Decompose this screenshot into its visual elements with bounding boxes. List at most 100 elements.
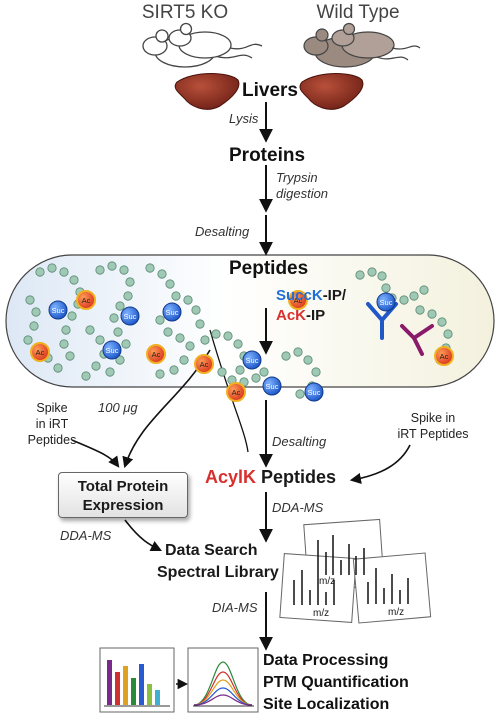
peptide-bead xyxy=(281,351,291,361)
peptide-bead xyxy=(200,335,210,345)
peptide-bead xyxy=(25,295,35,305)
peptide-bead xyxy=(399,295,409,305)
ac-label: Ac xyxy=(200,360,209,369)
peptide-bead xyxy=(175,333,185,343)
succinyl-marker-icon: Suc xyxy=(304,382,324,402)
peptide-bead xyxy=(311,367,321,377)
suc-label: Suc xyxy=(266,382,279,391)
succinyl-marker-icon: Suc xyxy=(102,340,122,360)
peptide-bead xyxy=(81,371,91,381)
succk-rest: -IP/ xyxy=(322,287,347,304)
peptide-bead xyxy=(409,291,419,301)
ac-label: Ac xyxy=(440,352,449,361)
peptide-bead xyxy=(107,261,117,271)
spectrum-axis-1: m/z xyxy=(319,576,336,587)
peptide-bead xyxy=(67,311,77,321)
peptide-bead xyxy=(69,275,79,285)
total-protein-expression-box: Total Protein Expression xyxy=(58,472,188,518)
ac-label: Ac xyxy=(82,296,91,305)
process-trypsin-2: digestion xyxy=(276,186,329,201)
peptide-bead xyxy=(109,313,119,323)
acetyl-marker-icon: Ac xyxy=(434,346,454,366)
peptide-bead xyxy=(113,327,123,337)
data-search-1: Data Search xyxy=(165,542,258,559)
peptide-bead xyxy=(443,329,453,339)
spectra-cards xyxy=(279,518,432,624)
ack-text: AcK xyxy=(276,307,307,324)
peptide-bead xyxy=(95,335,105,345)
peptide-bead xyxy=(185,341,195,351)
peptide-bead xyxy=(23,335,33,345)
mouse-wt-icon xyxy=(303,22,421,68)
peptide-bead xyxy=(367,267,377,277)
suc-label: Suc xyxy=(124,312,137,321)
group-wt-label: Wild Type xyxy=(316,2,400,23)
spectrum-axis-3: m/z xyxy=(388,607,405,618)
peptide-bead xyxy=(179,355,189,365)
peptide-bead xyxy=(223,331,233,341)
peptide-bead xyxy=(191,305,201,315)
peptide-bead xyxy=(91,361,101,371)
succinyl-marker-icon: Suc xyxy=(242,350,262,370)
succk-text: SuccK xyxy=(276,287,323,304)
liver-ko-icon xyxy=(174,73,240,110)
peptide-bead xyxy=(303,355,313,365)
bar-chart-icon xyxy=(99,647,175,713)
peptide-bead xyxy=(427,309,437,319)
process-dda-ms-right: DDA-MS xyxy=(272,500,324,515)
step-proteins: Proteins xyxy=(229,145,306,166)
succinyl-marker-icon: Suc xyxy=(162,302,182,322)
process-desalting-2: Desalting xyxy=(272,434,327,449)
peptide-bead xyxy=(35,267,45,277)
peptide-bead xyxy=(31,307,41,317)
step-peptides: Peptides xyxy=(229,258,309,279)
peptide-bead xyxy=(123,291,133,301)
acetyl-marker-icon: Ac xyxy=(194,354,214,374)
peptide-bead xyxy=(53,363,63,373)
acylk-peptides-label: AcylK Peptides xyxy=(205,467,336,488)
peptide-bead xyxy=(163,327,173,337)
peptide-bead xyxy=(65,351,75,361)
peptide-bead xyxy=(211,329,221,339)
chromatogram-icon xyxy=(187,647,259,713)
peptide-bead xyxy=(145,263,155,273)
peptide-bead xyxy=(419,285,429,295)
data-search-2: Spectral Library xyxy=(157,564,279,581)
acylk-rest: Peptides xyxy=(256,467,337,487)
peptide-bead xyxy=(377,271,387,281)
step-livers: Livers xyxy=(242,80,298,101)
peptide-bead xyxy=(61,325,71,335)
spike-left-2: in iRT xyxy=(35,417,69,431)
suc-label: Suc xyxy=(106,346,119,355)
spike-left-1: Spike xyxy=(36,401,68,415)
peptide-bead xyxy=(251,373,261,383)
process-dia-ms: DIA-MS xyxy=(212,600,258,615)
peptide-bead xyxy=(169,365,179,375)
peptide-bead xyxy=(115,355,125,365)
spike-right-2: iRT Peptides xyxy=(397,427,469,441)
suc-label: Suc xyxy=(52,306,65,315)
peptide-bead xyxy=(415,305,425,315)
peptide-bead xyxy=(59,339,69,349)
ac-label: Ac xyxy=(36,348,45,357)
ack-rest: -IP xyxy=(306,307,326,324)
process-dda-ms-left: DDA-MS xyxy=(60,528,112,543)
succk-ip-label: SuccK-IP/ xyxy=(276,287,346,304)
peptide-bead xyxy=(259,367,269,377)
acetyl-marker-icon: Ac xyxy=(30,342,50,362)
spectrum-axis-2: m/z xyxy=(313,608,330,619)
suc-label: Suc xyxy=(166,308,179,317)
group-ko-label: SIRT5 KO xyxy=(141,2,229,23)
peptide-bead xyxy=(437,317,447,327)
ac-label: Ac xyxy=(232,388,241,397)
ac-label: Ac xyxy=(294,296,303,305)
succinyl-marker-icon: Suc xyxy=(120,306,140,326)
peptide-bead xyxy=(171,291,181,301)
peptide-bead xyxy=(165,279,175,289)
peptide-bead xyxy=(105,367,115,377)
final-step-3: Site Localization xyxy=(263,696,390,713)
peptide-bead xyxy=(29,321,39,331)
acetyl-marker-icon: Ac xyxy=(288,290,308,310)
